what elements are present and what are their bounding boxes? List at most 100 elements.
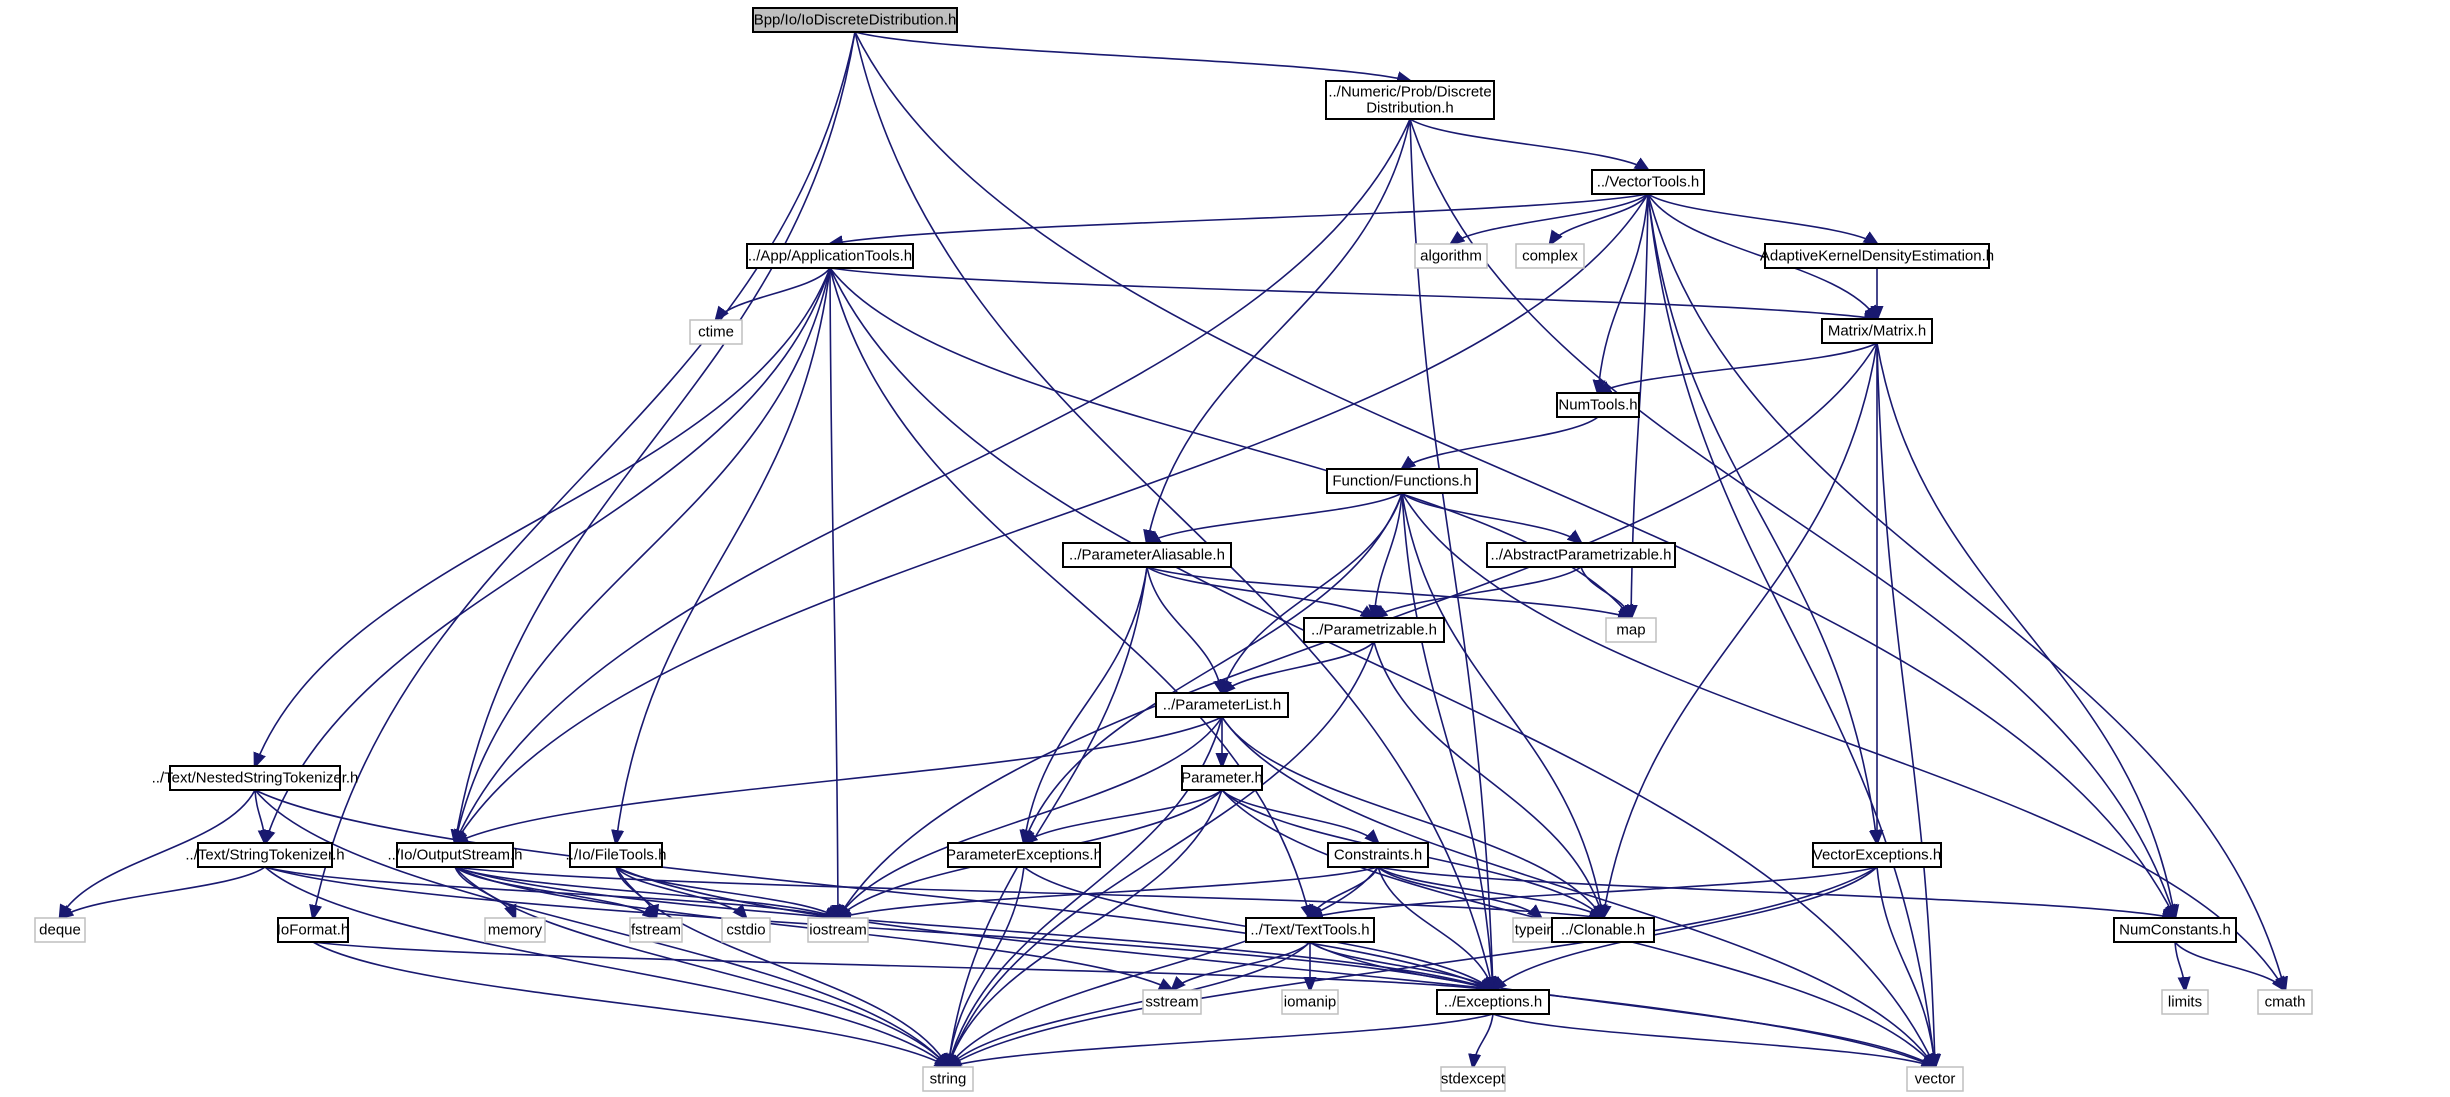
node-vector: vector xyxy=(1906,1066,1964,1092)
node-label: Function/Functions.h xyxy=(1332,473,1471,490)
edge-os-to-clonable xyxy=(454,866,1603,918)
node-plist[interactable]: ../ParameterList.h xyxy=(1155,692,1289,718)
edge-st-to-deque xyxy=(60,866,266,918)
edge-exc-to-stdexcept xyxy=(1473,1013,1494,1067)
edge-nst-to-string xyxy=(254,789,948,1067)
edge-parametrizable-to-plist xyxy=(1222,641,1375,693)
edge-os-to-iostream xyxy=(454,866,838,918)
node-label: ../Parametrizable.h xyxy=(1311,622,1437,639)
edge-nst-to-st xyxy=(254,789,265,843)
edge-palias-to-string xyxy=(948,566,1148,1067)
edge-numtools-to-functions xyxy=(1402,416,1599,469)
edge-os-to-fstream xyxy=(454,866,656,918)
node-numtools[interactable]: NumTools.h xyxy=(1556,392,1640,418)
node-tt[interactable]: ../Text/TextTools.h xyxy=(1245,917,1375,943)
node-box xyxy=(746,243,914,269)
node-box xyxy=(629,917,683,943)
node-label: deque xyxy=(39,922,81,939)
edge-functions-to-exc xyxy=(1401,492,1493,990)
node-numconst[interactable]: NumConstants.h xyxy=(2113,917,2237,943)
node-label: ../Exceptions.h xyxy=(1444,994,1542,1011)
node-root[interactable]: Bpp/Io/IoDiscreteDistribution.h xyxy=(752,7,958,33)
node-functions[interactable]: Function/Functions.h xyxy=(1326,468,1478,494)
node-pexc[interactable]: ParameterExceptions.h xyxy=(946,842,1102,868)
node-box xyxy=(1062,542,1232,568)
node-box xyxy=(1515,243,1585,269)
node-dd[interactable]: ../Numeric/Prob/DiscreteDistribution.h xyxy=(1325,80,1495,120)
edge-vt-to-matrix xyxy=(1647,193,1877,319)
node-iomanip: iomanip xyxy=(1281,989,1339,1015)
node-label: ../Text/TextTools.h xyxy=(1250,922,1369,939)
node-akde[interactable]: AdaptiveKernelDensityEstimation.h xyxy=(1760,243,1994,269)
edge-vt-to-numtools xyxy=(1598,193,1649,393)
node-clonable[interactable]: ../Clonable.h xyxy=(1551,917,1655,943)
node-label: Constraints.h xyxy=(1334,847,1422,864)
node-st[interactable]: ../Text/StringTokenizer.h xyxy=(185,842,345,868)
node-box xyxy=(197,842,333,868)
node-box xyxy=(1325,80,1495,120)
node-box xyxy=(1556,392,1640,418)
node-ioformat[interactable]: IoFormat.h xyxy=(277,917,350,943)
node-parameter[interactable]: Parameter.h xyxy=(1181,765,1263,791)
edge-dd-to-os xyxy=(455,118,1411,843)
node-constraints[interactable]: Constraints.h xyxy=(1327,842,1429,868)
node-label: AdaptiveKernelDensityEstimation.h xyxy=(1760,248,1994,265)
node-map: map xyxy=(1605,617,1657,643)
edge-functions-to-parametrizable xyxy=(1374,492,1403,618)
node-sstream: sstream xyxy=(1142,989,1202,1015)
node-label: ../Text/StringTokenizer.h xyxy=(185,847,344,864)
node-memory: memory xyxy=(484,917,546,943)
node-at[interactable]: ../App/ApplicationTools.h xyxy=(746,243,914,269)
node-box xyxy=(1486,542,1676,568)
node-ft[interactable]: ../Io/FileTools.h xyxy=(566,842,667,868)
node-label: string xyxy=(930,1071,967,1088)
node-box xyxy=(2257,989,2313,1015)
edge-nst-to-exc xyxy=(254,789,1493,990)
edge-dd-to-exc xyxy=(1409,118,1493,990)
node-abspar[interactable]: ../AbstractParametrizable.h xyxy=(1486,542,1676,568)
node-box xyxy=(569,842,663,868)
edge-ioformat-to-exc xyxy=(312,941,1493,990)
node-box xyxy=(1764,243,1990,269)
node-exc[interactable]: ../Exceptions.h xyxy=(1436,989,1550,1015)
edge-palias-to-plist xyxy=(1146,566,1222,693)
edge-st-to-string xyxy=(264,866,948,1067)
edge-functions-to-cmath xyxy=(1401,492,2285,990)
edge-root-to-os xyxy=(455,31,856,843)
node-vt[interactable]: ../VectorTools.h xyxy=(1591,169,1705,195)
node-os[interactable]: ../Io/OutputStream.h xyxy=(387,842,523,868)
node-label: NumTools.h xyxy=(1558,397,1637,414)
node-label: ctime xyxy=(698,324,734,341)
node-label: cstdio xyxy=(726,922,765,939)
edge-matrix-to-vector xyxy=(1876,342,1935,1067)
node-cmath: cmath xyxy=(2257,989,2313,1015)
node-cstdio: cstdio xyxy=(721,917,771,943)
node-label: stdexcept xyxy=(1441,1071,1506,1088)
node-label: ../ParameterAliasable.h xyxy=(1069,547,1225,564)
node-algorithm: algorithm xyxy=(1414,243,1488,269)
edge-os-to-string xyxy=(454,866,948,1067)
node-box xyxy=(1281,989,1339,1015)
edge-at-to-os xyxy=(455,267,831,843)
edge-at-to-nst xyxy=(255,267,831,766)
node-palias[interactable]: ../ParameterAliasable.h xyxy=(1062,542,1232,568)
edge-palias-to-parametrizable xyxy=(1146,566,1374,618)
node-parametrizable[interactable]: ../Parametrizable.h xyxy=(1303,617,1445,643)
node-iostream: iostream xyxy=(807,917,869,943)
edge-vt-to-complex xyxy=(1550,193,1649,244)
edge-vexc-to-exc xyxy=(1493,866,1878,990)
edge-palias-to-map xyxy=(1146,566,1631,618)
node-label: VectorExceptions.h xyxy=(1813,847,1941,864)
edge-constraints-to-string xyxy=(948,866,1379,1067)
edge-dd-to-palias xyxy=(1147,118,1411,543)
edge-tt-to-sstream xyxy=(1172,941,1311,990)
node-label: iostream xyxy=(809,922,867,939)
edge-parametrizable-to-string xyxy=(948,641,1375,1067)
node-matrix[interactable]: Matrix/Matrix.h xyxy=(1821,318,1933,344)
edge-vexc-to-vector xyxy=(1876,866,1935,1067)
node-vexc[interactable]: VectorExceptions.h xyxy=(1812,842,1942,868)
edge-tt-to-string xyxy=(948,941,1311,1067)
edge-parametrizable-to-clonable xyxy=(1373,641,1603,918)
node-nst[interactable]: ../Text/NestedStringTokenizer.h xyxy=(152,765,359,791)
